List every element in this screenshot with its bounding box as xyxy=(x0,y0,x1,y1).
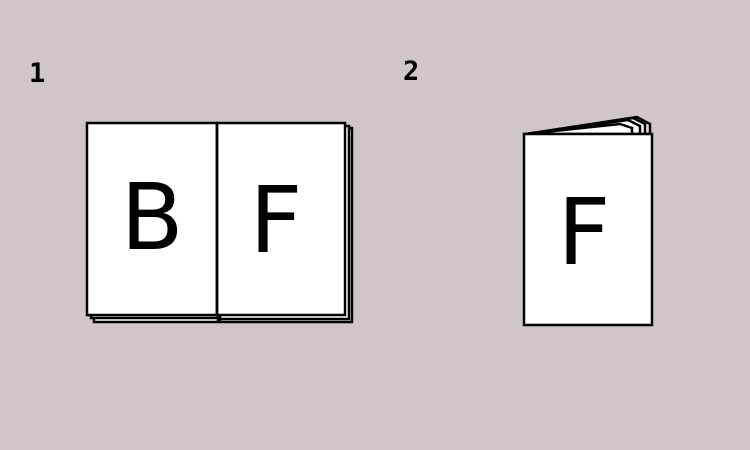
step-2-number: 2 xyxy=(403,56,420,87)
closed-booklet xyxy=(522,115,654,327)
right-page-letter: F xyxy=(250,167,303,274)
cover-letter: F xyxy=(558,179,611,286)
open-booklet xyxy=(85,121,354,324)
step-1-number: 1 xyxy=(29,58,46,89)
right-page xyxy=(215,121,347,317)
booklet-cover xyxy=(522,132,654,327)
left-page-letter: B xyxy=(120,164,183,271)
